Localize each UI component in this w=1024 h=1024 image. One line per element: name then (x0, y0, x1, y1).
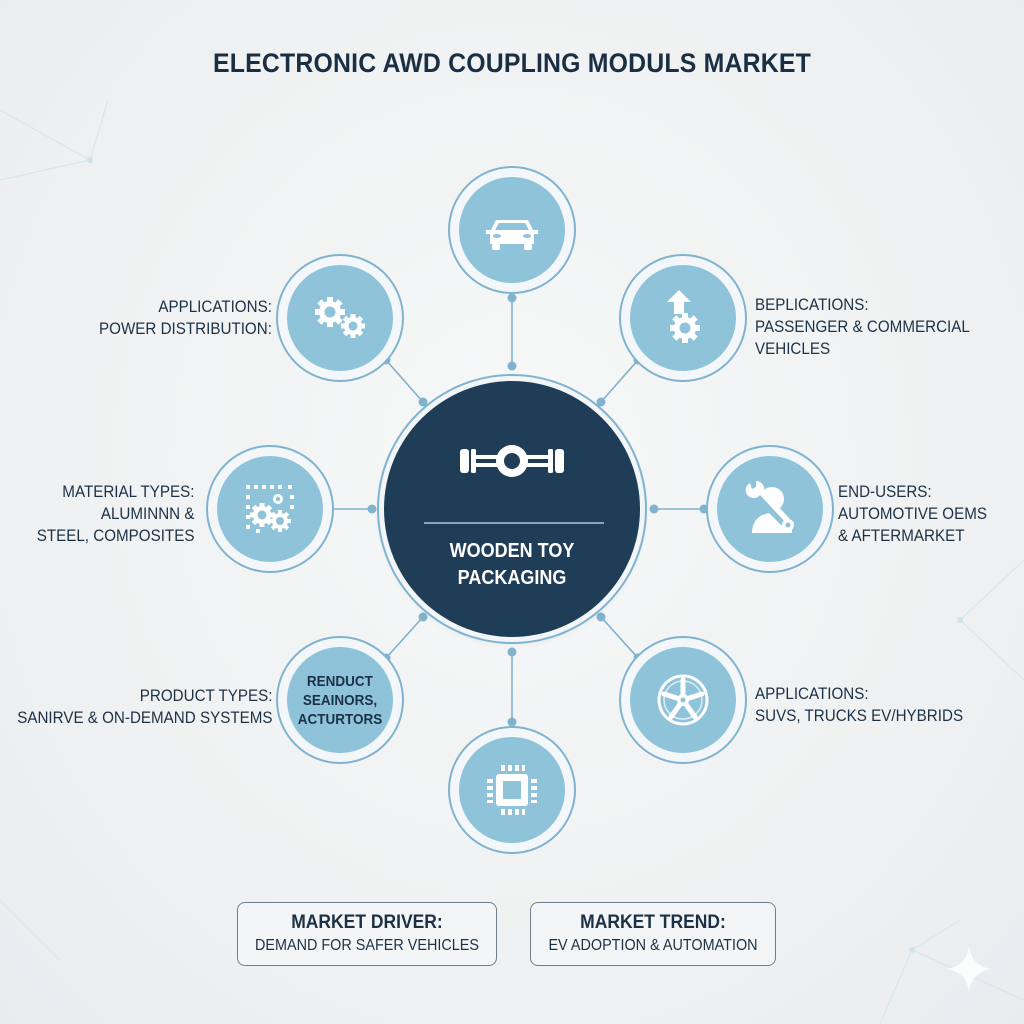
materials-gears-icon (246, 485, 294, 533)
label-applications-suvs: APPLICATIONS: SUVS, TRUCKS EV/HYBRIDS (755, 685, 964, 725)
wheel-icon (657, 674, 709, 726)
satellite-left (206, 445, 334, 573)
sparkle-icon (946, 946, 992, 992)
satellite-bottom-left: RENDUCT SEAINORS, ACTURTORS (276, 636, 404, 764)
label-material-types: MATERIAL TYPES: ALUMINNN & STEEL, COMPOS… (36, 483, 195, 545)
gears-icon (315, 297, 365, 338)
chip-icon (487, 765, 537, 815)
satellite-text: RENDUCT SEAINORS, ACTURTORS (297, 672, 383, 728)
label-end-users: END-USERS: AUTOMOTIVE OEMS & AFTERMARKET (838, 483, 988, 545)
satellite-top-right (619, 254, 747, 382)
satellite-right (706, 445, 834, 573)
satellite-top-left (276, 254, 404, 382)
page-title: ELECTRONIC AWD COUPLING MODULS MARKET (213, 48, 811, 78)
arrow-up-gear-icon (667, 290, 700, 343)
satellite-bottom-right (619, 636, 747, 764)
hub-divider (424, 522, 604, 524)
hub-label: WOODEN TOY PACKAGING (449, 540, 575, 589)
axle-coupling-icon (460, 445, 564, 477)
satellite-bottom (448, 726, 576, 854)
market-driver-box: MARKET DRIVER: DEMAND FOR SAFER VEHICLES (237, 902, 497, 966)
label-product-types: PRODUCT TYPES: SANIRVE & ON-DEMAND SYSTE… (16, 687, 272, 727)
satellite-top (448, 166, 576, 294)
market-trend-box: MARKET TREND: EV ADOPTION & AUTOMATION (530, 902, 776, 966)
label-applications-power: APPLICATIONS: POWER DISTRIBUTION: (99, 298, 272, 338)
user-wrench-icon (745, 480, 794, 533)
car-icon (486, 220, 538, 250)
label-passenger-commercial: BEPLICATIONS: PASSENGER & COMMERCIAL VEH… (755, 296, 970, 358)
central-hub: WOODEN TOY PACKAGING (384, 381, 640, 637)
